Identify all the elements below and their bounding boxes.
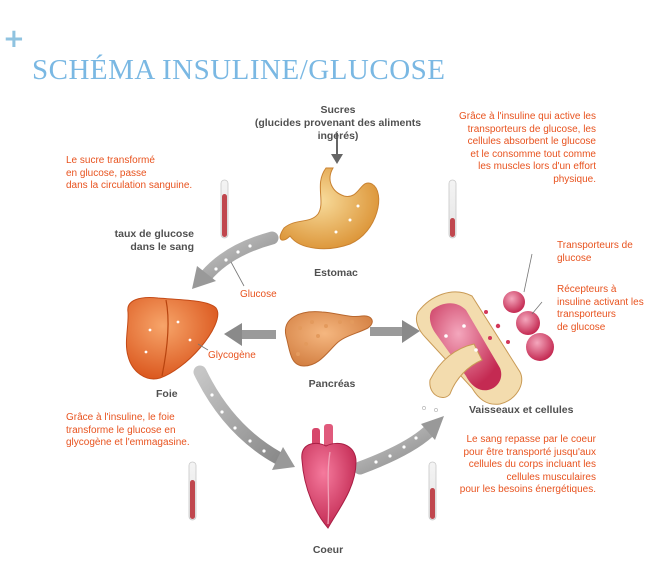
heart-illustration bbox=[301, 424, 357, 529]
note-line: transforme le glucose en bbox=[66, 424, 176, 436]
glycogene-label: Glycogène bbox=[208, 350, 256, 361]
note-line: cellules du corps incluant les bbox=[468, 459, 596, 470]
pancreas-label: Pancréas bbox=[308, 378, 356, 390]
estomac-label: Estomac bbox=[314, 267, 358, 279]
note-line: transporteurs de glucose, les bbox=[467, 123, 596, 135]
sucres-label: Sucres (glucides provenant des aliments … bbox=[236, 104, 440, 143]
note-insuline-cellules: Grâce à l'insuline qui active les transp… bbox=[436, 111, 596, 186]
recepteurs-line: transporteurs bbox=[557, 309, 616, 320]
recepteurs-line: de glucose bbox=[557, 321, 606, 333]
vaisseaux-label: Vaisseaux et cellules bbox=[469, 404, 574, 416]
taux-glucose-line: taux de glucose bbox=[114, 228, 194, 240]
glucose-label: Glucose bbox=[240, 289, 277, 300]
arrow-down-icon bbox=[331, 133, 343, 164]
arrow-stomach-to-liver-icon bbox=[192, 231, 279, 289]
note-line: les muscles lors d'un effort bbox=[478, 161, 596, 172]
note-line: Grâce à l'insuline, le foie bbox=[66, 412, 175, 423]
note-line: cellules musculaires bbox=[506, 471, 596, 483]
transporteurs-label: Transporteurs de glucose bbox=[557, 240, 633, 265]
recepteurs-line: Récepteurs à bbox=[557, 284, 617, 295]
arrow-pancreas-to-liver-icon bbox=[224, 323, 276, 346]
note-line: dans la circulation sanguine. bbox=[66, 180, 193, 191]
taux-glucose-label: taux de glucose dans le sang bbox=[98, 228, 194, 254]
pointer-line bbox=[523, 253, 533, 293]
note-line: Le sucre transformé bbox=[66, 155, 155, 166]
note-line: pour les besoins énergétiques. bbox=[459, 484, 596, 495]
note-line: et le consomme tout comme bbox=[470, 148, 596, 160]
note-line: cellules absorbent le glucose bbox=[467, 136, 596, 147]
test-tube-icon bbox=[428, 461, 437, 521]
note-line: Le sang repasse par le coeur bbox=[466, 434, 596, 445]
liver-illustration bbox=[125, 297, 219, 380]
slide-title: SCHÉMA INSULINE/GLUCOSE bbox=[32, 54, 446, 86]
arrow-liver-to-heart-icon bbox=[193, 365, 295, 470]
note-line: en glucose, passe bbox=[66, 167, 147, 179]
test-tube-icon bbox=[220, 179, 229, 239]
note-line: pour être transporté jusqu'aux bbox=[463, 446, 596, 458]
sucres-subtitle: (glucides provenant des aliments ingérés… bbox=[254, 117, 422, 142]
note-line: glycogène et l'emmagasine. bbox=[66, 437, 190, 448]
transporteurs-line: glucose bbox=[557, 252, 592, 264]
vessels-and-cells-illustration bbox=[415, 291, 554, 412]
pointer-line bbox=[197, 343, 209, 351]
sucres-title: Sucres bbox=[320, 104, 356, 116]
note-line: Grâce à l'insuline qui active les bbox=[459, 111, 596, 122]
pointer-line bbox=[230, 261, 245, 287]
note-coeur: Le sang repasse par le coeur pour être t… bbox=[432, 434, 596, 497]
coeur-label: Coeur bbox=[312, 544, 344, 556]
stomach-illustration bbox=[279, 167, 380, 250]
arrow-heart-to-vessels-icon bbox=[353, 416, 444, 475]
foie-label: Foie bbox=[156, 388, 178, 400]
note-foie: Grâce à l'insuline, le foie transforme l… bbox=[66, 412, 190, 450]
test-tube-icon bbox=[448, 179, 457, 239]
note-sucre: Le sucre transformé en glucose, passe da… bbox=[66, 155, 192, 193]
arrow-pancreas-to-vessels-icon bbox=[370, 320, 420, 343]
pointer-line bbox=[531, 301, 543, 315]
pancreas-illustration bbox=[284, 311, 373, 367]
note-line: physique. bbox=[553, 173, 596, 185]
transporteurs-line: Transporteurs de bbox=[557, 240, 633, 251]
dans-le-sang-line: dans le sang bbox=[130, 241, 194, 253]
plus-icon: + bbox=[3, 24, 25, 54]
recepteurs-line: insuline activant les bbox=[557, 296, 644, 308]
recepteurs-label: Récepteurs à insuline activant les trans… bbox=[557, 284, 644, 334]
test-tube-icon bbox=[188, 461, 197, 521]
